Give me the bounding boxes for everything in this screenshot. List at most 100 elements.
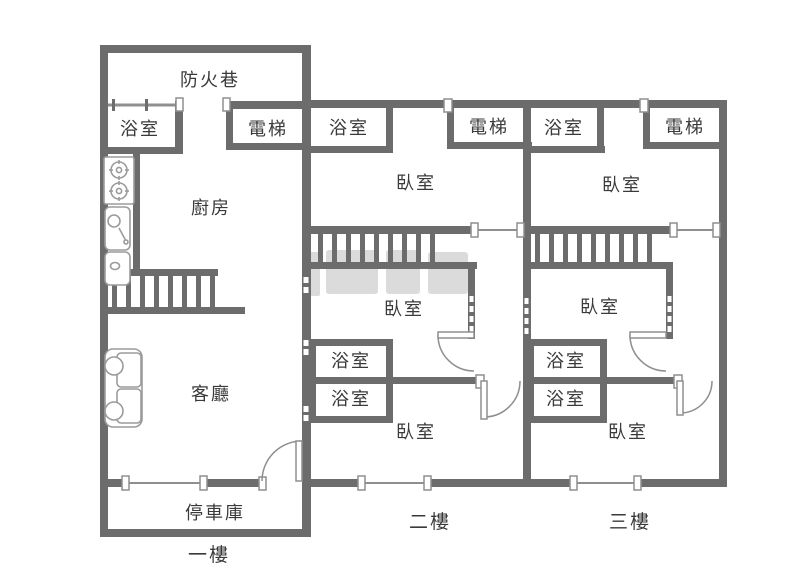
f3-elevator-wall-left: [643, 100, 650, 148]
room-label-bathroom-mid2-f2: 浴室: [331, 389, 371, 409]
f3-window-cap: [633, 475, 642, 491]
room-label-bathroom-f1: 浴室: [120, 119, 160, 139]
f2-wall-bottom-a: [302, 479, 362, 487]
room-label-bedroom-bottom-f3: 臥室: [608, 422, 648, 442]
f1-stairs-rail-top: [104, 269, 218, 276]
f2-elevator-wall-left: [447, 100, 454, 148]
room-label-bedroom-top-f3: 臥室: [602, 175, 642, 195]
f1-firelane-wall: [228, 101, 311, 109]
window-ticks: [112, 99, 148, 111]
room-label-bedroom-mid-f3: 臥室: [580, 297, 620, 317]
f2-elevator-wall-bottom: [447, 142, 532, 149]
f3-bedroom-bottom-door-arc: [679, 380, 713, 414]
wall-window-dashes: [303, 277, 672, 421]
room-label-bathroom-mid1-f3: 浴室: [546, 351, 586, 371]
f2-bathbox-wall-bottom: [309, 416, 393, 423]
room-label-elevator-f3: 電梯: [665, 117, 705, 137]
f2-bedroom-divider-wall: [302, 226, 474, 234]
f2-bedroom-mid-door-leaf: [437, 331, 475, 339]
f1-bathroom-wall-bottom: [100, 147, 183, 154]
f3-elevator-wall-bottom: [643, 142, 727, 149]
f3-window-cap: [712, 222, 721, 238]
f2-wall-top: [302, 100, 532, 108]
f3-elevator-door-jamb: [639, 98, 649, 113]
f3-bedroom-mid-door-arc: [629, 334, 667, 372]
f3-bedroom-mid-door-leaf: [629, 331, 667, 339]
room-label-bathroom-mid1-f2: 浴室: [331, 351, 371, 371]
f3-bathbox-wall-mid: [527, 377, 607, 384]
room-label-elevator-f2: 電梯: [469, 117, 509, 137]
f2-f3-shared-wall: [523, 100, 531, 487]
floor-label-3: 三樓: [609, 511, 651, 533]
fixtures: [103, 156, 143, 428]
f1-garage-door-leaf: [295, 440, 303, 482]
f2-elevator-door-jamb: [443, 98, 453, 113]
f3-window-cap: [669, 222, 678, 238]
f1-window-cap: [199, 475, 208, 491]
floor-label-2: 二樓: [409, 511, 451, 533]
f1-garage-wall-a: [100, 479, 124, 487]
room-label-bedroom-top-f2: 臥室: [396, 173, 436, 193]
room-label-bedroom-mid-f2: 臥室: [384, 299, 424, 319]
f3-bedroom-bottom-wall-top: [607, 377, 678, 384]
f1-wall-left: [100, 45, 108, 537]
stove-icon: [103, 156, 135, 205]
room-label-fire-lane: 防火巷: [180, 70, 240, 90]
f3-wall-bottom-a: [523, 479, 575, 487]
room-label-bathroom-mid2-f3: 浴室: [546, 389, 586, 409]
f2-window-cap: [470, 222, 479, 238]
f3-window-cap: [569, 475, 578, 491]
f2-bathbox-wall-top: [309, 339, 393, 346]
f3-wall-top: [523, 100, 727, 108]
f1-stairs-rail-bottom: [104, 307, 245, 314]
window-lines: [108, 103, 716, 484]
doors: [261, 331, 713, 482]
f1-elevator-wall-left: [226, 101, 233, 148]
f2-bathroom-top-wall-right: [386, 100, 393, 152]
f1-elevator-wall-bottom: [226, 143, 311, 150]
f1-wall-top: [100, 45, 311, 53]
sofa-icon: [104, 348, 143, 428]
f2-bathbox-wall-mid: [309, 377, 393, 384]
room-label-kitchen: 廚房: [191, 197, 231, 218]
f1-wall-bottom: [100, 529, 311, 537]
f3-stairs-rail: [529, 262, 673, 269]
f3-wall-right: [719, 100, 727, 487]
f2-bedroom-bottom-door-arc: [483, 380, 521, 418]
f3-bathroom-top-wall-right: [597, 100, 604, 152]
f3-bedroom-bottom-door-leaf: [676, 380, 684, 416]
sink-icon: [104, 206, 131, 286]
f2-wall-bottom-b: [429, 479, 532, 487]
f3-bathbox-wall-bottom: [527, 416, 607, 423]
f3-bedroom-divider-wall: [523, 226, 673, 234]
f3-bathbox-wall-right: [600, 339, 607, 423]
f2-bathroom-top-wall-bottom: [302, 146, 393, 153]
f1-garage-wall-b: [206, 479, 264, 487]
f2-window-cap: [357, 475, 366, 491]
room-label-bathroom-top-f2: 浴室: [329, 118, 369, 138]
floor-label-1: 一樓: [188, 544, 230, 566]
watermark: [306, 250, 468, 296]
f1-door-jamb: [175, 97, 184, 112]
f2-window-cap: [423, 475, 432, 491]
f3-bathbox-wall-top: [527, 339, 607, 346]
labels: 防火巷 浴室 電梯 廚房 客廳 停車庫 一樓 浴室 電梯 臥室 臥室 浴室 浴室…: [120, 70, 705, 566]
f1-door-jamb: [222, 97, 231, 112]
f3-wall-bottom-b: [637, 479, 727, 487]
f2-bedroom-bottom-door-leaf: [480, 380, 488, 420]
f2-window-cap: [516, 222, 525, 238]
f2-bedroom-mid-door-arc: [437, 334, 475, 372]
f1-window-cap: [121, 475, 130, 491]
room-label-living-room: 客廳: [191, 384, 231, 404]
f1-garage-door-arc: [261, 440, 303, 482]
room-label-bedroom-bottom-f2: 臥室: [396, 422, 436, 442]
f2-bathbox-wall-right: [386, 339, 393, 423]
room-label-garage: 停車庫: [185, 503, 245, 523]
f1-bathroom-wall-right: [175, 101, 183, 153]
f1-kitchen-counter-wall: [133, 154, 140, 273]
room-label-bathroom-top-f3: 浴室: [544, 118, 584, 138]
f3-bathroom-top-wall-bottom: [523, 146, 605, 153]
room-label-elevator-f1: 電梯: [248, 119, 288, 139]
